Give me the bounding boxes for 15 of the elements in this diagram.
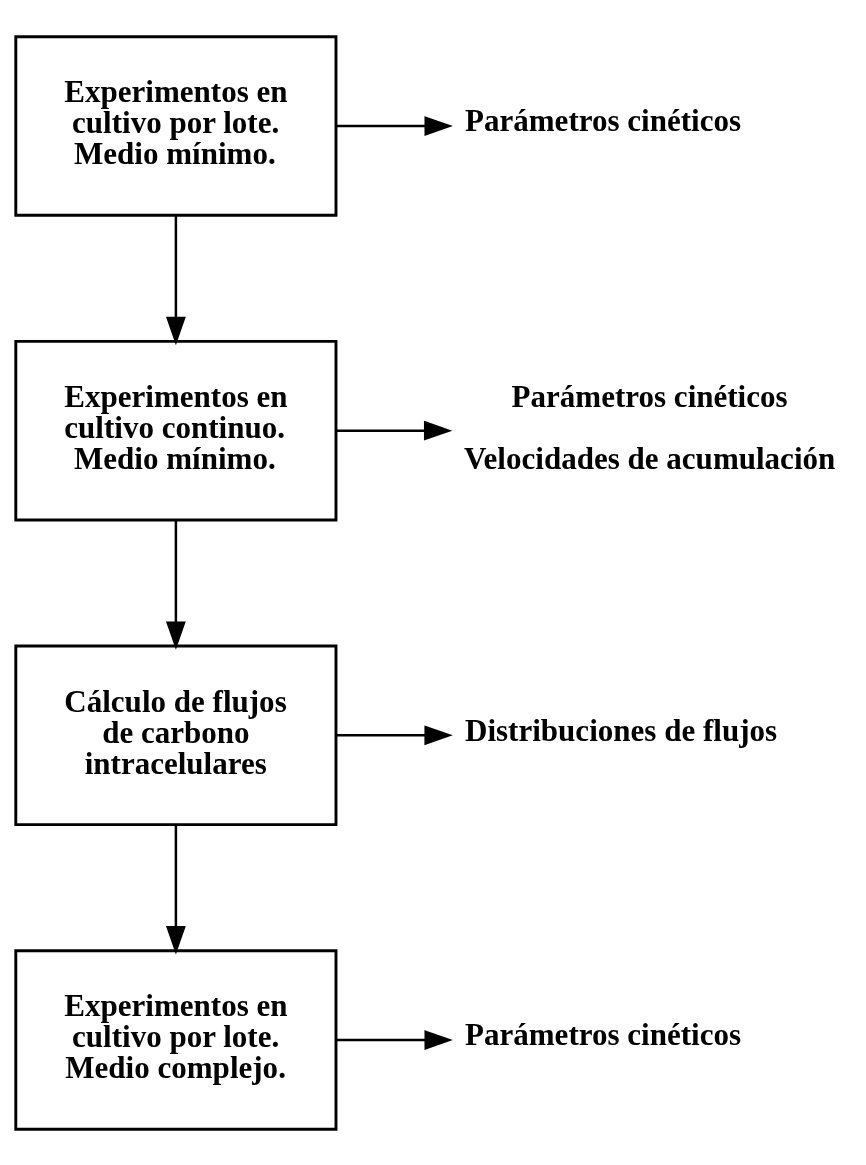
arrow [165,824,186,954]
node-text: Parámetros cinéticos [465,1016,742,1052]
node-text: Parámetros cinéticos [465,102,742,138]
arrow [336,115,453,136]
node-text: Parámetros cinéticos Velocidades de acumulación [464,378,836,476]
arrow [336,420,453,441]
node-text: Distribuciones de flujos [465,712,778,748]
node-box: Experimentos en cultivo por lote. Medio mínimo. [14,34,338,217]
arrow [165,519,186,650]
node-box: Experimentos en cultivo continuo. Medio mínimo. [14,339,338,521]
arrow [165,215,186,345]
node-box: Cálculo de flujos de carbono intracelulares [14,644,338,826]
arrow [336,724,453,745]
node-box: Experimentos en cultivo por lote. Medio complejo. [14,948,338,1131]
arrow [336,1029,453,1050]
